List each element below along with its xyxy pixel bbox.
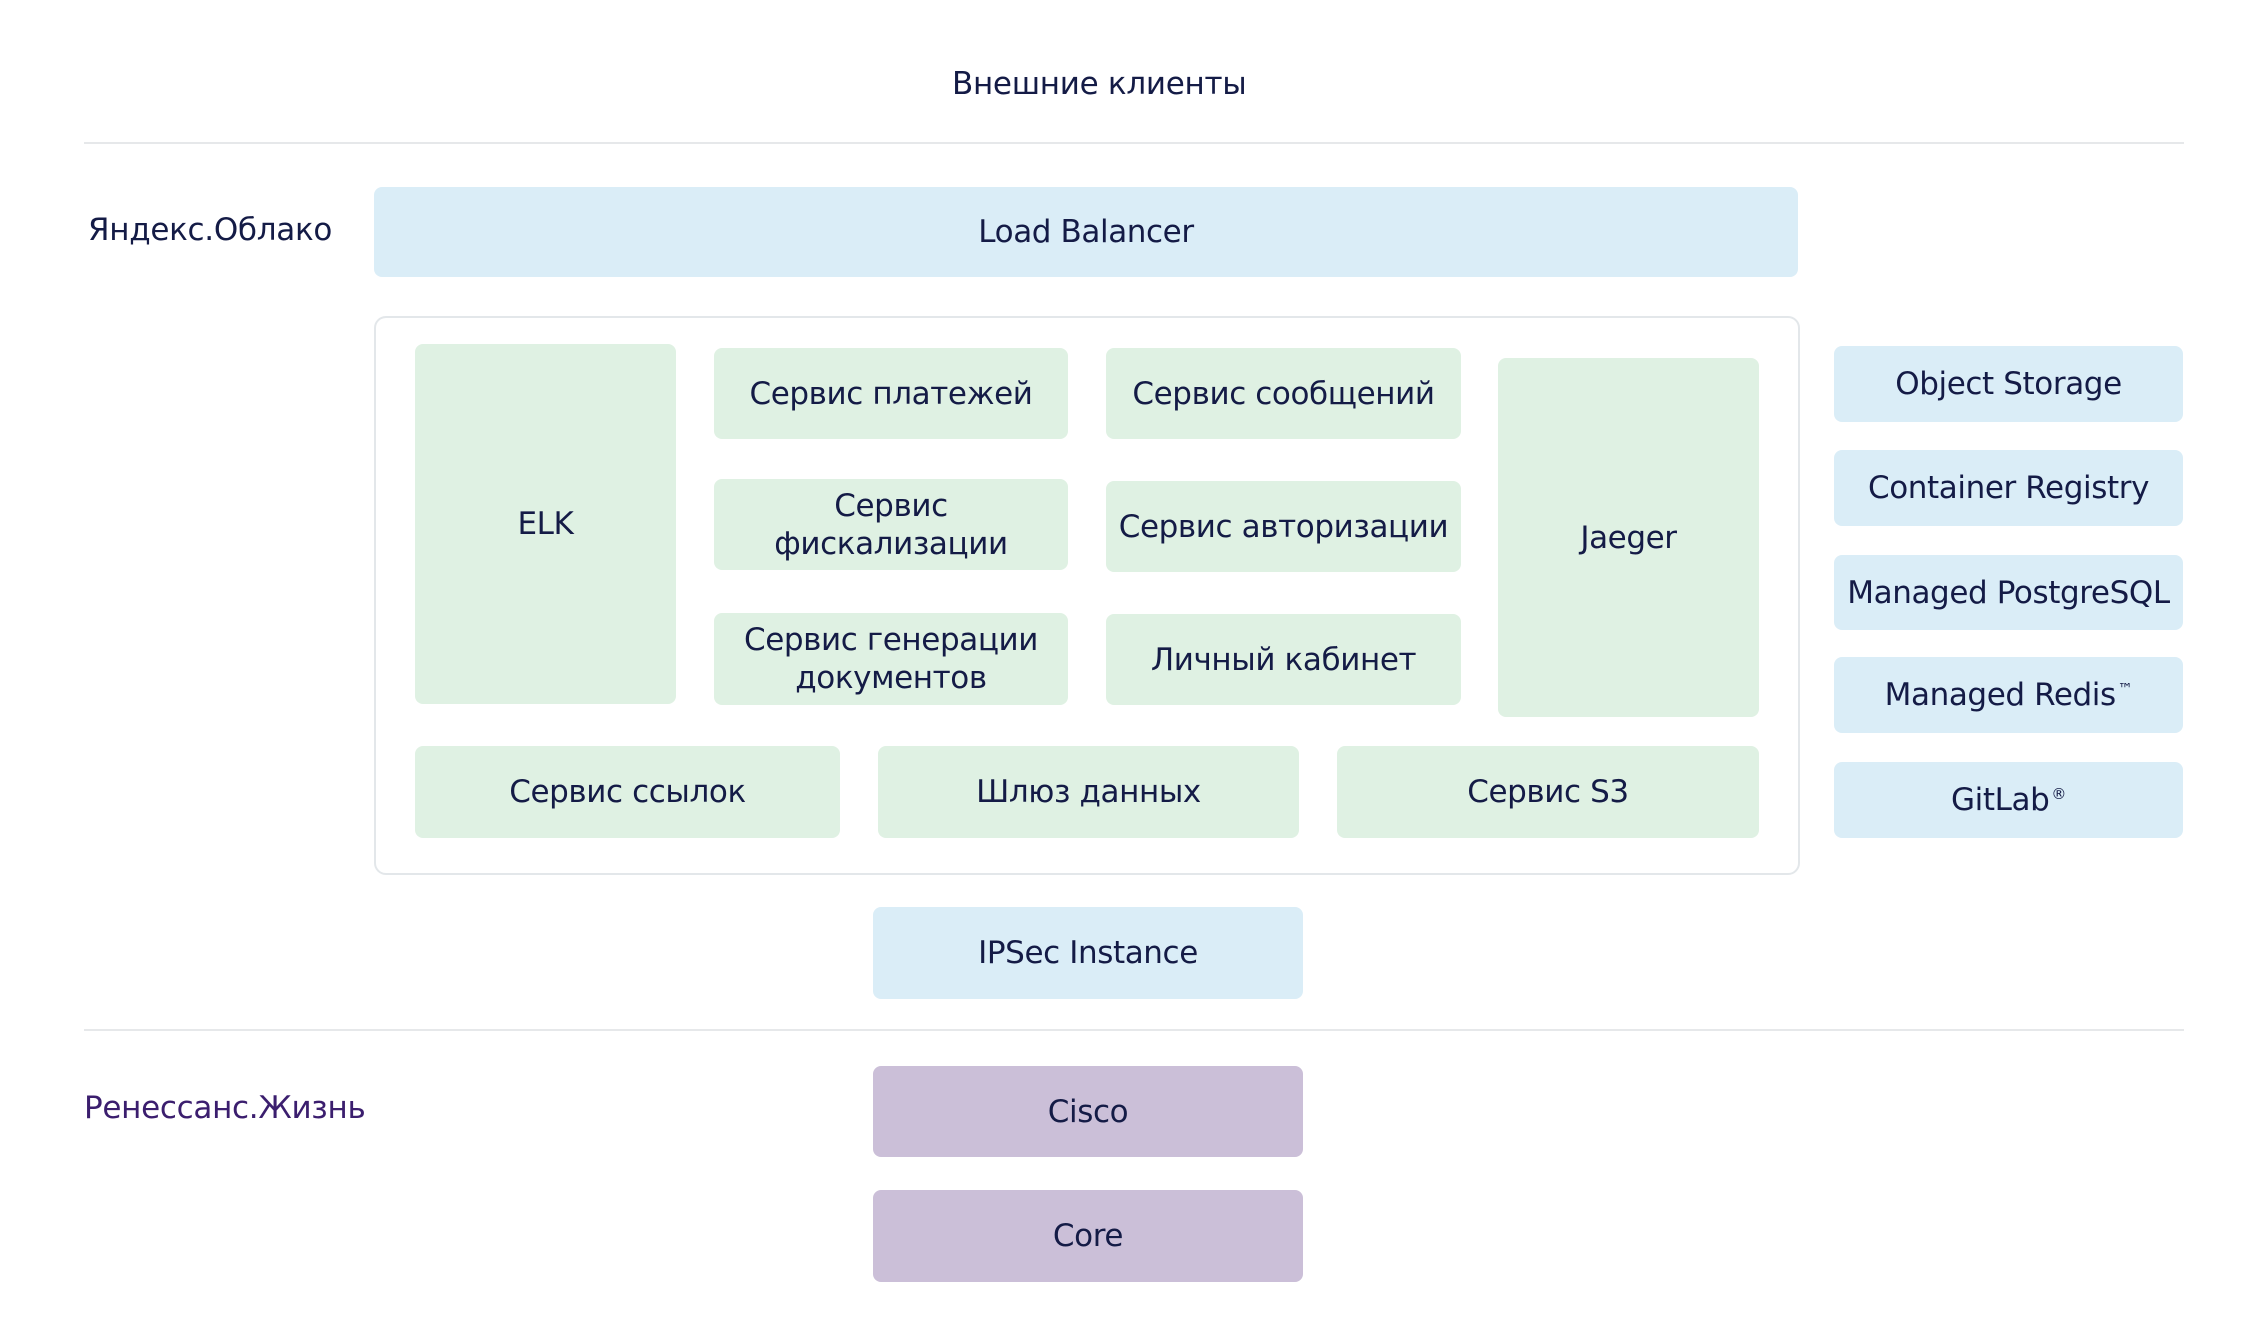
document-generation-service-node: Сервис генерации документов <box>714 613 1068 705</box>
divider-bottom <box>84 1029 2184 1031</box>
gitlab-label: GitLab <box>1951 782 2050 818</box>
managed-postgresql-node: Managed PostgreSQL <box>1834 555 2183 630</box>
managed-redis-label: Managed Redis <box>1884 677 2117 713</box>
zone-label-renaissance-life: Ренессанс.Жизнь <box>84 1090 366 1126</box>
data-gateway-node: Шлюз данных <box>878 746 1299 838</box>
cisco-node: Cisco <box>873 1066 1303 1157</box>
ipsec-instance-node: IPSec Instance <box>873 907 1303 999</box>
core-node: Core <box>873 1190 1303 1282</box>
object-storage-node: Object Storage <box>1834 346 2183 422</box>
gitlab-node: GitLab® <box>1834 762 2183 838</box>
personal-account-node: Личный кабинет <box>1106 614 1461 705</box>
links-service-node: Сервис ссылок <box>415 746 840 838</box>
s3-service-node: Сервис S3 <box>1337 746 1759 838</box>
registered-mark: ® <box>2051 785 2066 803</box>
zone-label-yandex-cloud: Яндекс.Облако <box>88 212 333 248</box>
load-balancer-node: Load Balancer <box>374 187 1798 277</box>
elk-node: ELK <box>415 344 676 704</box>
fiscalization-service-node: Сервис фискализации <box>714 479 1068 570</box>
divider-top <box>84 142 2184 144</box>
authorization-service-node: Сервис авторизации <box>1106 481 1461 572</box>
trademark-mark: ™ <box>2117 680 2133 698</box>
payments-service-node: Сервис платежей <box>714 348 1068 439</box>
zone-label-external-clients: Внешние клиенты <box>952 66 1247 102</box>
jaeger-node: Jaeger <box>1498 358 1759 717</box>
messages-service-node: Сервис сообщений <box>1106 348 1461 439</box>
container-registry-node: Container Registry <box>1834 450 2183 526</box>
